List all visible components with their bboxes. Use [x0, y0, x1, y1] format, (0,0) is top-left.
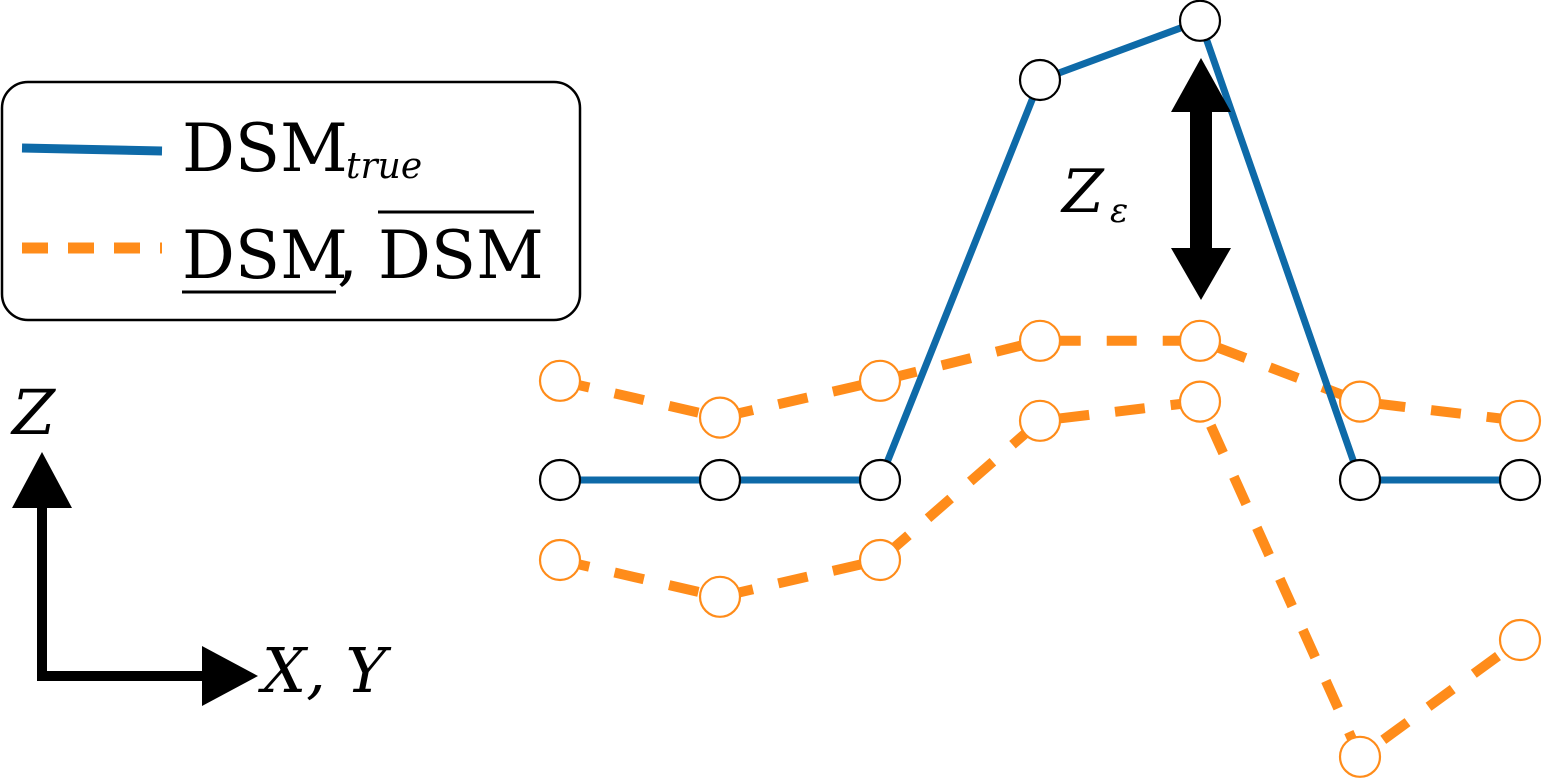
true-dsm-node-2 [858, 458, 902, 502]
upper-bound-node-3 [1018, 319, 1062, 362]
lower-bound-node-6 [1498, 618, 1542, 662]
axes: Z X, Y [10, 376, 392, 707]
z-eps-label-sub: ε [1110, 191, 1128, 231]
upper-bound-node-1 [698, 396, 742, 439]
z-eps-label-main: Z [1060, 157, 1105, 227]
lower-bound-series [558, 396, 1523, 765]
z-eps-annotation: Z ε [1060, 58, 1231, 300]
true-dsm-node-0 [538, 458, 582, 502]
upper-bound-node-6 [1498, 399, 1542, 442]
lower-bound-node-5 [1338, 735, 1382, 778]
true-dsm-node-6 [1498, 458, 1542, 502]
xy-axis-label: X, Y [258, 634, 392, 707]
true-dsm-node-3 [1018, 58, 1062, 102]
legend-bounds-separator: , [337, 217, 358, 294]
true-dsm-node-4 [1178, 0, 1222, 42]
legend-true-label-main: DSM [182, 110, 348, 187]
true-dsm-node-1 [698, 458, 742, 502]
z-eps-arrow-head-top [1171, 58, 1231, 112]
lower-bound-node-3 [1018, 399, 1062, 442]
legend-box [0, 80, 582, 322]
lower-bound-node-4 [1178, 380, 1222, 423]
lower-bound-node-2 [858, 538, 902, 582]
z-axis-arrowhead [12, 452, 72, 508]
legend-true-line-sample [21, 143, 163, 156]
upper-bound-node-0 [538, 359, 582, 402]
upper-bound-node-5 [1338, 380, 1382, 423]
nodes [538, 0, 1542, 778]
z-axis-label: Z [10, 376, 56, 449]
true-dsm-node-5 [1338, 458, 1382, 502]
legend-bounds-upper-label: DSM [378, 217, 544, 294]
upper-bound-node-4 [1178, 319, 1222, 362]
upper-bound-node-2 [858, 359, 902, 402]
lower-bound-node-0 [538, 538, 582, 582]
xy-axis-arrowhead [202, 646, 258, 706]
legend: DSM true DSM , DSM [0, 80, 582, 322]
legend-true-label-sub: true [346, 146, 422, 187]
lower-bound-node-1 [698, 575, 742, 618]
lower-bound-line [558, 396, 1523, 765]
legend-bounds-lower-label: DSM [182, 217, 348, 294]
z-eps-arrow-head-bottom [1171, 248, 1231, 300]
